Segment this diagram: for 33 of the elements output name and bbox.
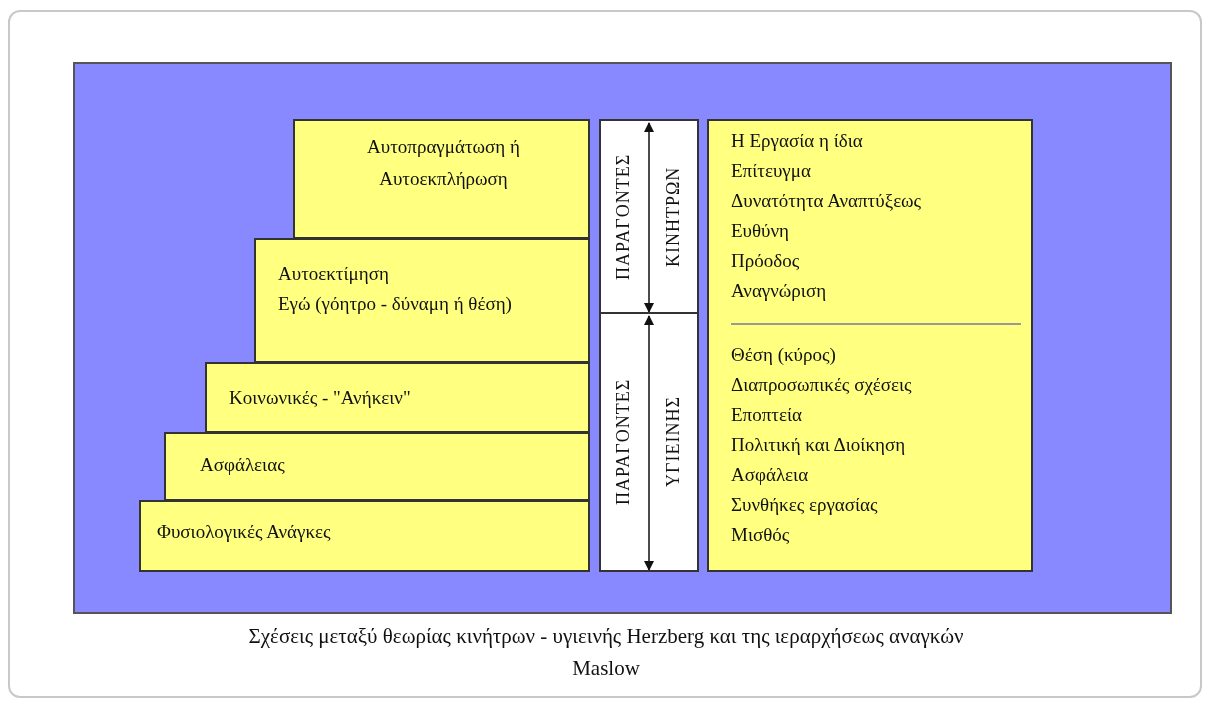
step-box (293, 119, 590, 239)
step-box (254, 238, 590, 363)
factor-label: ΥΓΙΕΙΝΗΣ (662, 395, 684, 490)
step-label: Ασφάλειας (200, 453, 285, 477)
factor-item: Πρόοδος (731, 249, 800, 273)
step-box (164, 432, 590, 501)
factor-item: Ευθύνη (731, 219, 790, 243)
factor-item: Πολιτική και Διοίκηση (731, 433, 906, 457)
factor-label: ΠΑΡΑΓΟΝΤΕΣ (612, 377, 634, 508)
step-label: Εγώ (γόητρο - δύναμη ή θέση) (278, 292, 512, 316)
background-panel (73, 62, 1172, 614)
step-label: Κοινωνικές - "Ανήκειν" (229, 386, 411, 410)
step-label: Φυσιολογικές Ανάγκες (157, 520, 331, 544)
factor-item: Ασφάλεια (731, 463, 809, 487)
factor-item: Συνθήκες εργασίας (731, 493, 878, 517)
factor-item: Εποπτεία (731, 403, 802, 427)
factor-box (599, 312, 699, 572)
factor-box (599, 119, 699, 314)
step-label: Αυτοεκτίμηση (278, 262, 389, 286)
factor-item: Θέση (κύρος) (731, 343, 836, 367)
factor-item: Η Εργασία η ίδια (731, 129, 863, 153)
factor-list-box (707, 119, 1033, 572)
step-label: Αυτοπραγμάτωση ή Αυτοεκπλήρωση (366, 135, 521, 191)
factor-label: ΚΙΝΗΤΡΩΝ (662, 165, 684, 269)
factor-item: Διαπροσωπικές σχέσεις (731, 373, 912, 397)
factor-item: Επίτευγμα (731, 159, 811, 183)
step-box (139, 500, 590, 572)
factor-label: ΠΑΡΑΓΟΝΤΕΣ (612, 152, 634, 282)
caption: Σχέσεις μεταξύ θεωρίας κινήτρων - υγιεινής Herzberg και της ιεραρχήσεως αναγκών Maslow (247, 623, 965, 682)
factor-item: Αναγνώριση (731, 279, 827, 303)
factor-item: Δυνατότητα Αναπτύξεως (731, 189, 922, 213)
step-box (205, 362, 590, 433)
factor-item: Μισθός (731, 523, 790, 547)
